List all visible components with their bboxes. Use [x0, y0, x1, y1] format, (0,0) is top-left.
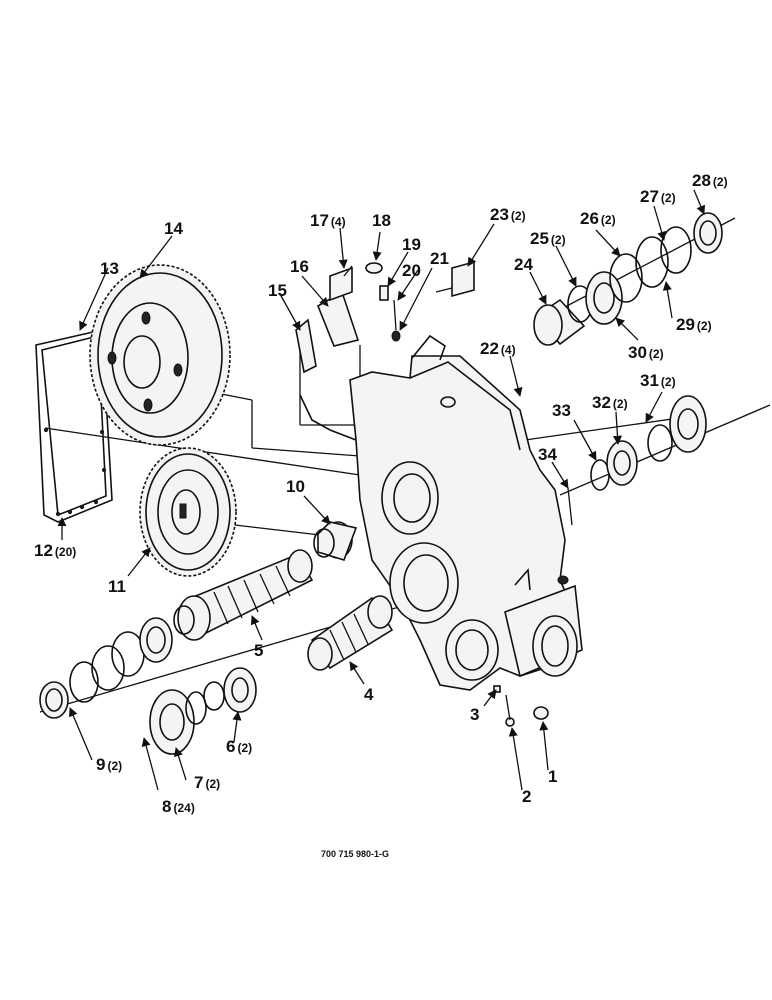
callout-33: 33 [552, 401, 571, 420]
bearing-cup [313, 521, 358, 561]
callout-7: 7(2) [194, 773, 220, 792]
callout-19: 19 [402, 235, 421, 254]
callout-30: 30(2) [628, 343, 664, 362]
callout-13: 13 [100, 259, 119, 278]
callout-11: 11 [108, 577, 126, 596]
large-gear [89, 264, 231, 446]
callout-27: 27(2) [640, 187, 676, 206]
callout-34: 34 [538, 445, 557, 464]
pinion-shaft [307, 595, 394, 671]
leader-lines [57, 189, 706, 791]
callout-20: 20 [402, 261, 421, 280]
callout-3: 3 [470, 705, 479, 724]
upper-right-bearing-stack [533, 212, 723, 346]
callout-10: 10 [286, 477, 305, 496]
callout-2: 2 [522, 787, 531, 806]
callout-8: 8(24) [162, 797, 195, 816]
callout-26: 26(2) [580, 209, 616, 228]
callout-12: 12(20) [34, 541, 76, 560]
callout-15: 15 [268, 281, 287, 300]
callout-24: 24 [514, 255, 533, 274]
callout-9: 9(2) [96, 755, 122, 774]
callout-32: 32(2) [592, 393, 628, 412]
callout-4: 4 [364, 685, 374, 704]
callout-18: 18 [372, 211, 391, 230]
callout-21: 21 [430, 249, 449, 268]
callout-28: 28(2) [692, 171, 728, 190]
callout-23: 23(2) [490, 205, 526, 224]
left-bearing-stack [39, 605, 195, 719]
callout-25: 25(2) [530, 229, 566, 248]
callout-31: 31(2) [640, 371, 676, 390]
drawing-number: 700 715 980-1-G [321, 849, 389, 859]
callout-29: 29(2) [676, 315, 712, 334]
fittings [493, 685, 549, 727]
callout-1: 1 [548, 767, 557, 786]
callouts: 1 2 3 4 5 6(2) 7(2) 8(24) 9(2) 10 11 12(… [34, 171, 728, 816]
callout-16: 16 [290, 257, 309, 276]
callout-17: 17(4) [310, 211, 346, 230]
small-gear [139, 447, 237, 577]
callout-14: 14 [164, 219, 183, 238]
gearbox-housing [299, 334, 583, 691]
callout-22: 22(4) [480, 339, 516, 358]
callout-6: 6(2) [226, 737, 252, 756]
callout-5: 5 [254, 641, 263, 660]
right-bearing-stack [567, 395, 707, 526]
